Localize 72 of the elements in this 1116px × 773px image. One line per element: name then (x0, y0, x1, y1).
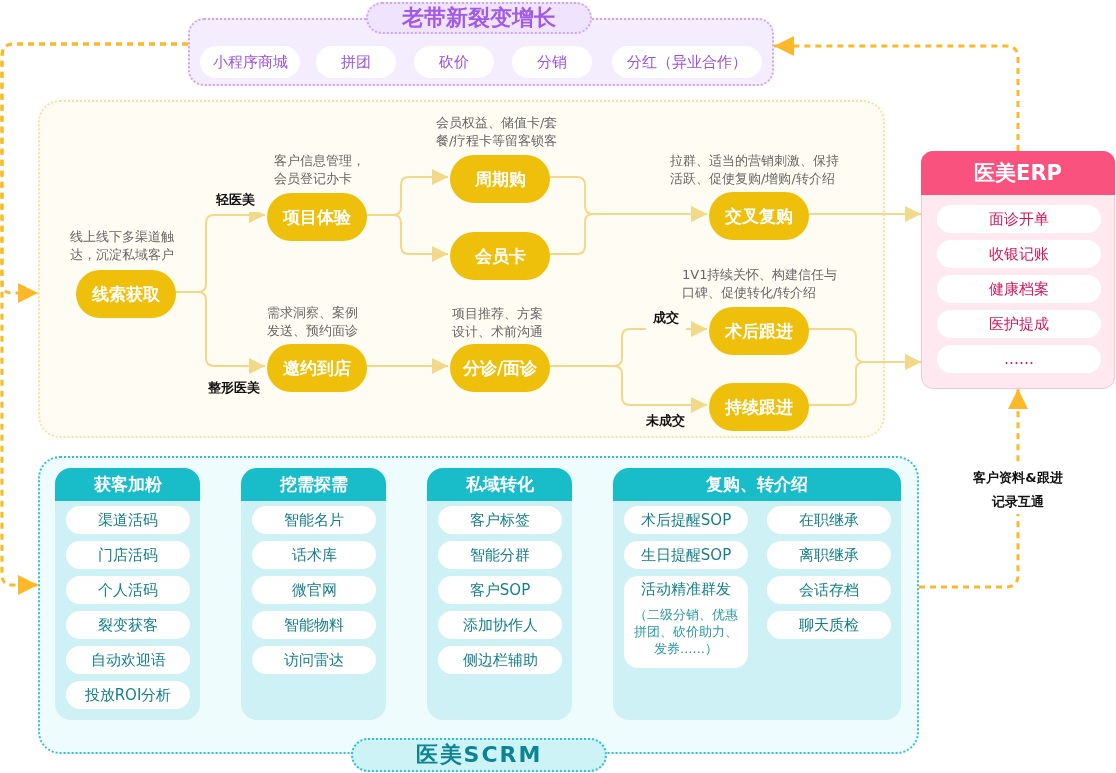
tag-pill: 拼团 (316, 46, 396, 78)
list-pill: 客户标签 (438, 506, 562, 534)
list-pill: 添加协作人 (438, 611, 562, 639)
card-header: 获客加粉 (55, 468, 200, 501)
list-pill: 在职继承 (767, 506, 891, 534)
flow-panel (38, 100, 885, 438)
panel-title: 医美SCRM (351, 738, 607, 772)
list-pill: 生日提醒SOP (624, 541, 748, 569)
note-text: 1V1持续关怀、构建信任与口碑、促使转化/转介绍 (682, 266, 839, 302)
list-card (624, 576, 748, 668)
list-pill: 访问雷达 (252, 646, 376, 674)
note-text: 拉群、适当的营销刺激、保持活跃、促使复购/增购/转介绍 (670, 152, 840, 188)
process-pill: 交叉复购 (709, 192, 809, 240)
item-title: 活动精准群发 (640, 580, 732, 600)
list-pill: 客户SOP (438, 576, 562, 604)
list-pill: 术后提醒SOP (624, 506, 748, 534)
category-card (241, 468, 386, 720)
card-header: 挖需探需 (241, 468, 386, 501)
process-pill: 线索获取 (76, 270, 176, 318)
process-pill: 分诊/面诊 (450, 344, 550, 392)
tag-pill: 小程序商城 (200, 46, 300, 78)
list-pill: 门店活码 (66, 541, 190, 569)
item-note: （二级分销、优惠拼团、砍价助力、发券……） (633, 606, 739, 657)
process-pill: 周期购 (450, 155, 550, 203)
connector-arrow (806, 354, 922, 406)
list-pill: 会话存档 (767, 576, 891, 604)
list-pill: 智能分群 (438, 541, 562, 569)
note-text: 需求洞察、案例发送、预约面诊 (267, 304, 359, 340)
list-pill: 聊天质检 (767, 611, 891, 639)
category-card (55, 468, 200, 720)
process-pill: 术后跟进 (709, 307, 809, 355)
list-pill: 面诊开单 (937, 205, 1101, 233)
tag-pill: 分销 (512, 46, 592, 78)
list-pill: 话术库 (252, 541, 376, 569)
list-pill: 智能物料 (252, 611, 376, 639)
category-card (613, 468, 901, 720)
list-pill: 裂变获客 (66, 611, 190, 639)
list-pill: 医护提成 (937, 310, 1101, 338)
edge-label: 客户资料&跟进记录互通 (972, 466, 1064, 514)
panel-title: 老带新裂变增长 (366, 2, 592, 34)
note-text: 客户信息管理，会员登记办卡 (274, 152, 366, 188)
list-pill: …… (937, 345, 1101, 373)
connector-arrow (774, 36, 1020, 151)
process-pill: 持续跟进 (709, 383, 809, 431)
list-pill: 自动欢迎语 (66, 646, 190, 674)
connector-arrow (364, 358, 449, 374)
connector-arrow (547, 206, 708, 255)
tag-pill: 分红（异业合作） (612, 46, 762, 78)
list-pill: 投放ROI分析 (66, 681, 190, 709)
list-pill: 渠道活码 (66, 506, 190, 534)
process-pill: 邀约到店 (267, 344, 367, 392)
process-pill: 项目体验 (267, 193, 367, 241)
list-pill: 健康档案 (937, 275, 1101, 303)
connector-arrow (919, 389, 1028, 589)
list-pill: 个人活码 (66, 576, 190, 604)
note-text: 项目推荐、方案设计、术前沟通 (452, 305, 544, 341)
list-pill: 侧边栏辅助 (438, 646, 562, 674)
tag-pill: 砍价 (414, 46, 494, 78)
card-header: 私域转化 (427, 468, 572, 501)
note-text: 线上线下多渠道触达，沉淀私域客户 (70, 228, 175, 264)
panel-header: 医美ERP (921, 151, 1115, 195)
list-pill: 收银记账 (937, 240, 1101, 268)
connector-arrow (806, 206, 922, 222)
card-header: 复购、转介绍 (613, 468, 901, 501)
list-pill: 智能名片 (252, 506, 376, 534)
category-card (427, 468, 572, 720)
note-text: 会员权益、储值卡/套餐/疗程卡等留客锁客 (436, 114, 559, 150)
list-pill: 离职继承 (767, 541, 891, 569)
process-pill: 会员卡 (450, 232, 550, 280)
erp-panel (921, 151, 1115, 389)
list-pill: 微官网 (252, 576, 376, 604)
connector-arrow (0, 42, 188, 595)
